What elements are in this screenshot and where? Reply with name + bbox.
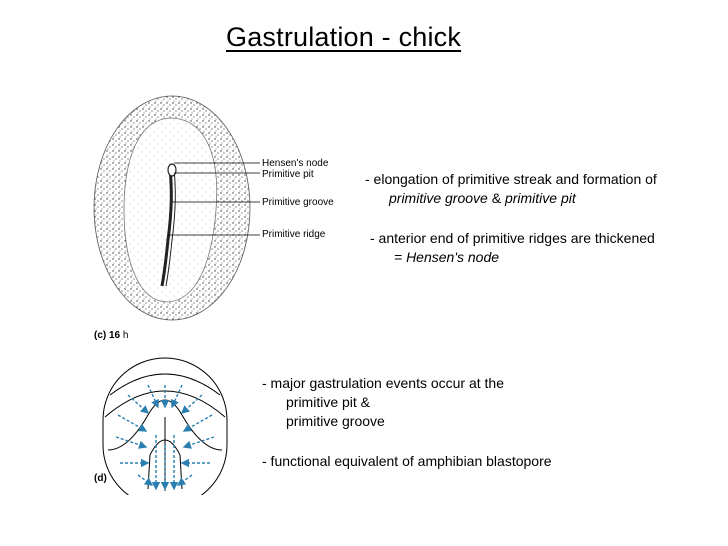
note-anterior-end: - anterior end of primitive ridges are t… <box>370 229 655 267</box>
label-primitive-ridge: Primitive ridge <box>262 229 326 240</box>
note-elongation: - elongation of primitive streak and for… <box>365 170 657 208</box>
label-primitive-pit: Primitive pit <box>262 169 314 180</box>
note-anterior-end-line2: = Hensen's node <box>370 248 655 267</box>
note-major-events-line1: - major gastrulation events occur at the <box>262 375 505 391</box>
label-hensens-node: Hensen's node <box>262 158 329 169</box>
note-major-events: - major gastrulation events occur at the… <box>262 374 504 431</box>
figure-c-panel-label: (c) 16 h <box>94 330 128 341</box>
figure-c-panel-label-text: (c) 16 <box>94 330 121 341</box>
note-elongation-line2: primitive groove & primitive pit <box>365 189 657 208</box>
figure-d-panel-label: (d) <box>94 473 107 484</box>
note-hensens-node-term: = Hensen's node <box>394 249 500 265</box>
note-ampersand: & <box>487 190 505 206</box>
label-primitive-groove: Primitive groove <box>262 197 334 208</box>
figure-d-cell-movement-drawing <box>102 357 228 495</box>
primitive-streak-shape <box>160 167 173 287</box>
note-primitive-groove-term: primitive groove <box>389 190 488 206</box>
figure-c-panel-label-suffix: h <box>122 330 129 341</box>
note-major-events-line2: primitive pit & <box>286 394 371 410</box>
hensens-node-shape <box>167 163 177 177</box>
blastoderm-outline <box>102 357 228 495</box>
note-functional-equivalent: - functional equivalent of amphibian bla… <box>262 453 552 469</box>
figure-c-embryo-drawing <box>93 95 260 321</box>
note-primitive-pit-term: primitive pit <box>504 190 576 206</box>
cell-migration-arrows <box>115 384 215 491</box>
note-elongation-line1: - elongation of primitive streak and for… <box>365 171 657 187</box>
note-major-events-line3: primitive groove <box>286 413 385 429</box>
page-title: Gastrulation - chick <box>226 22 462 52</box>
note-anterior-end-line1: - anterior end of primitive ridges are t… <box>370 230 655 246</box>
